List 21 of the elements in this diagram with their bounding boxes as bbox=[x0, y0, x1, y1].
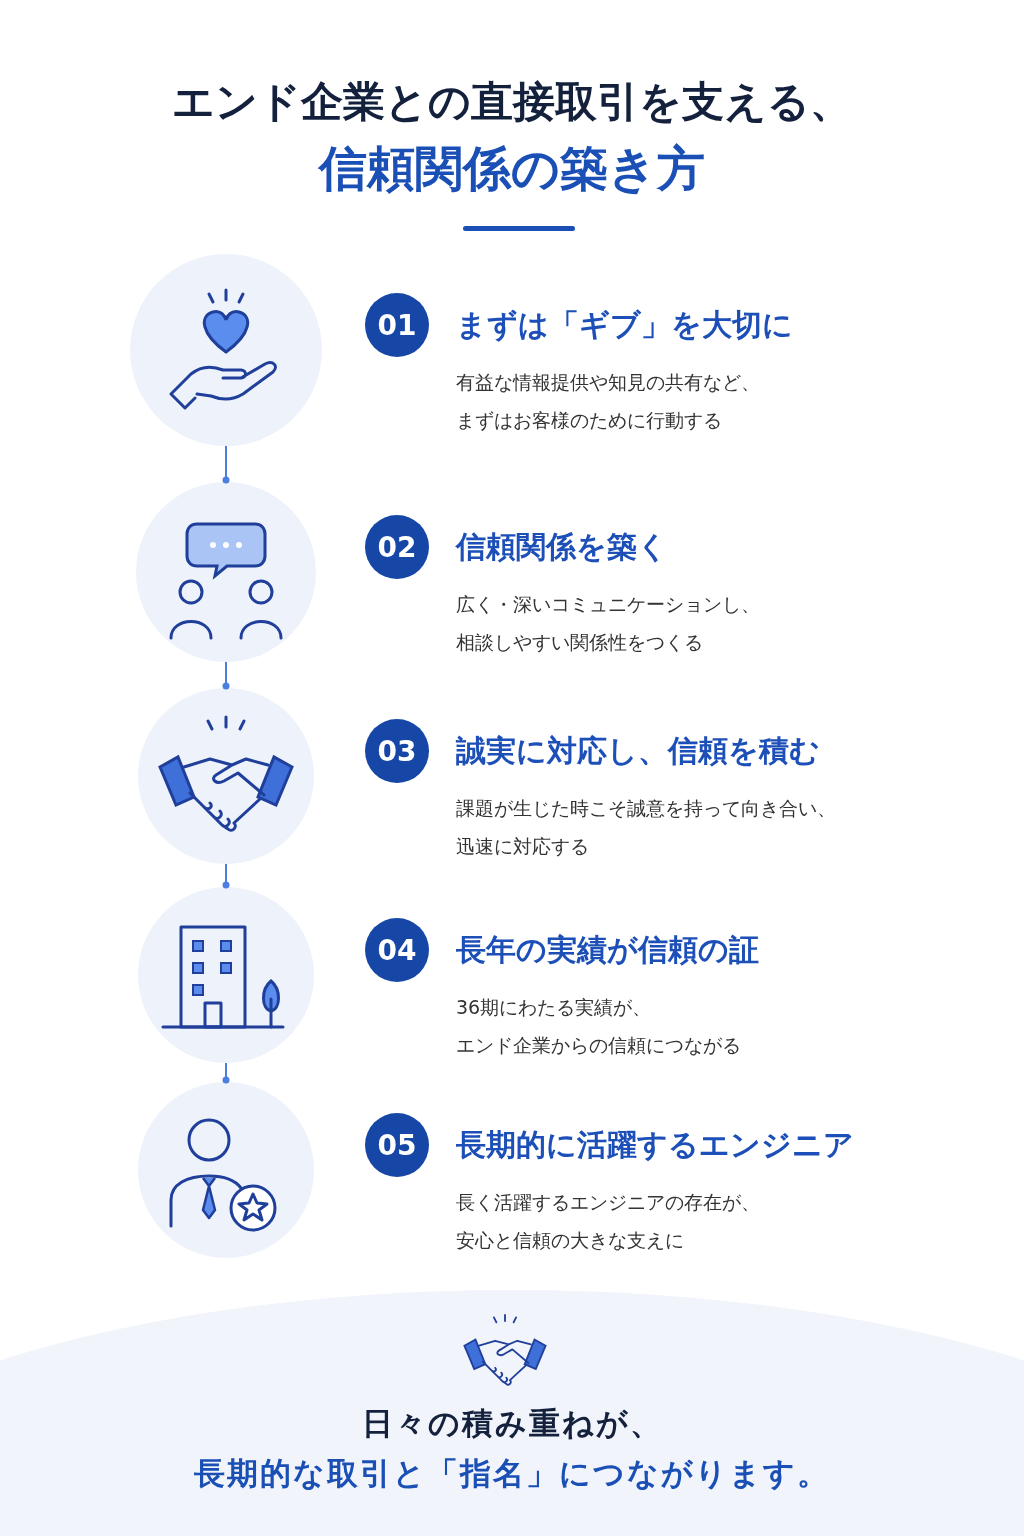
number-badge: 03 bbox=[365, 719, 429, 783]
number-badge: 04 bbox=[365, 918, 429, 982]
step-heading: 誠実に対応し、信頼を積む bbox=[456, 732, 820, 770]
step-description: 課題が生じた時こそ誠意を持って向き合い、迅速に対応する bbox=[456, 796, 836, 859]
number-badge: 01 bbox=[365, 293, 429, 357]
connector-line bbox=[222, 445, 230, 484]
number-badge: 05 bbox=[365, 1113, 429, 1177]
connector-line bbox=[222, 863, 230, 889]
step-description: 広く・深いコミュニケーションし、相談しやすい関係性をつくる bbox=[456, 592, 760, 655]
title: エンド企業との直接取引を支える、信頼関係の築き方 bbox=[171, 76, 853, 198]
step-heading: 長期的に活躍するエンジニア bbox=[456, 1126, 854, 1164]
number-badge: 02 bbox=[365, 515, 429, 579]
step-heading: 信頼関係を築く bbox=[456, 528, 668, 566]
step-heading: まずは「ギブ」を大切に bbox=[456, 306, 793, 344]
step-description: 36期にわたる実績が、エンド企業からの信頼につながる bbox=[456, 995, 741, 1058]
step-description: 長く活躍するエンジニアの存在が、安心と信頼の大きな支えに bbox=[456, 1190, 760, 1253]
caption: 日々の積み重ねが、長期的な取引と「指名」につながります。 bbox=[193, 1404, 831, 1493]
step-heading: 長年の実績が信頼の証 bbox=[456, 931, 759, 969]
step-description: 有益な情報提供や知見の共有など、まずはお客様のために行動する bbox=[456, 370, 760, 433]
connector-line bbox=[222, 1062, 230, 1084]
connector-line bbox=[222, 661, 230, 690]
